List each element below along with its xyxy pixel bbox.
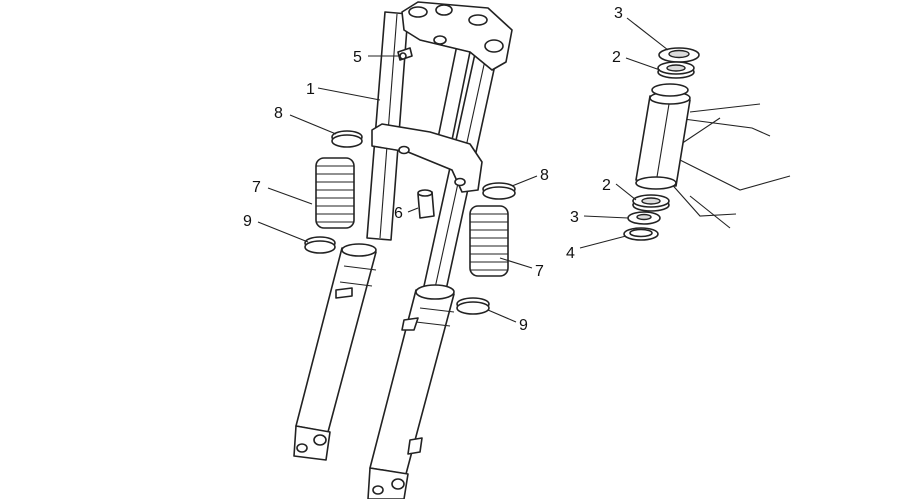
- callout-8-left: 8: [274, 105, 283, 122]
- leader-lines: [257, 17, 669, 323]
- steering-head-frame: [635, 83, 791, 229]
- seal-lower-part-4: [623, 227, 659, 241]
- callout-8-right: 8: [540, 167, 549, 184]
- callout-5: 5: [353, 49, 362, 66]
- clamp-ring-right-lower: [456, 297, 490, 315]
- bushing-part-6: [417, 189, 435, 219]
- callout-4: 4: [566, 245, 575, 262]
- callout-3-upper: 3: [614, 5, 623, 22]
- callout-7-left: 7: [252, 179, 261, 196]
- clamp-ring-left-upper: [331, 130, 363, 148]
- callout-2-lower: 2: [602, 177, 611, 194]
- washer-lower-part-3: [627, 211, 661, 225]
- clamp-ring-left-lower: [304, 236, 336, 254]
- callout-9-right: 9: [519, 317, 528, 334]
- washer-upper-part-3: [658, 47, 700, 63]
- bearing-lower-part-2: [632, 194, 670, 212]
- callout-6: 6: [394, 205, 403, 222]
- clamp-ring-right-upper: [482, 182, 516, 200]
- front-fork-assembly: [293, 1, 513, 499]
- callout-1: 1: [306, 81, 315, 98]
- dust-boot-left: [315, 157, 355, 229]
- callout-7-right: 7: [535, 263, 544, 280]
- callout-9-left: 9: [243, 213, 252, 230]
- callout-2-upper: 2: [612, 49, 621, 66]
- dust-boot-right: [469, 205, 509, 277]
- bearing-upper-part-2: [657, 61, 695, 79]
- callout-3-lower: 3: [570, 209, 579, 226]
- callout-labels: 1 5 8 7 9 6 8 7 9 3 2 2 3 4: [243, 5, 623, 334]
